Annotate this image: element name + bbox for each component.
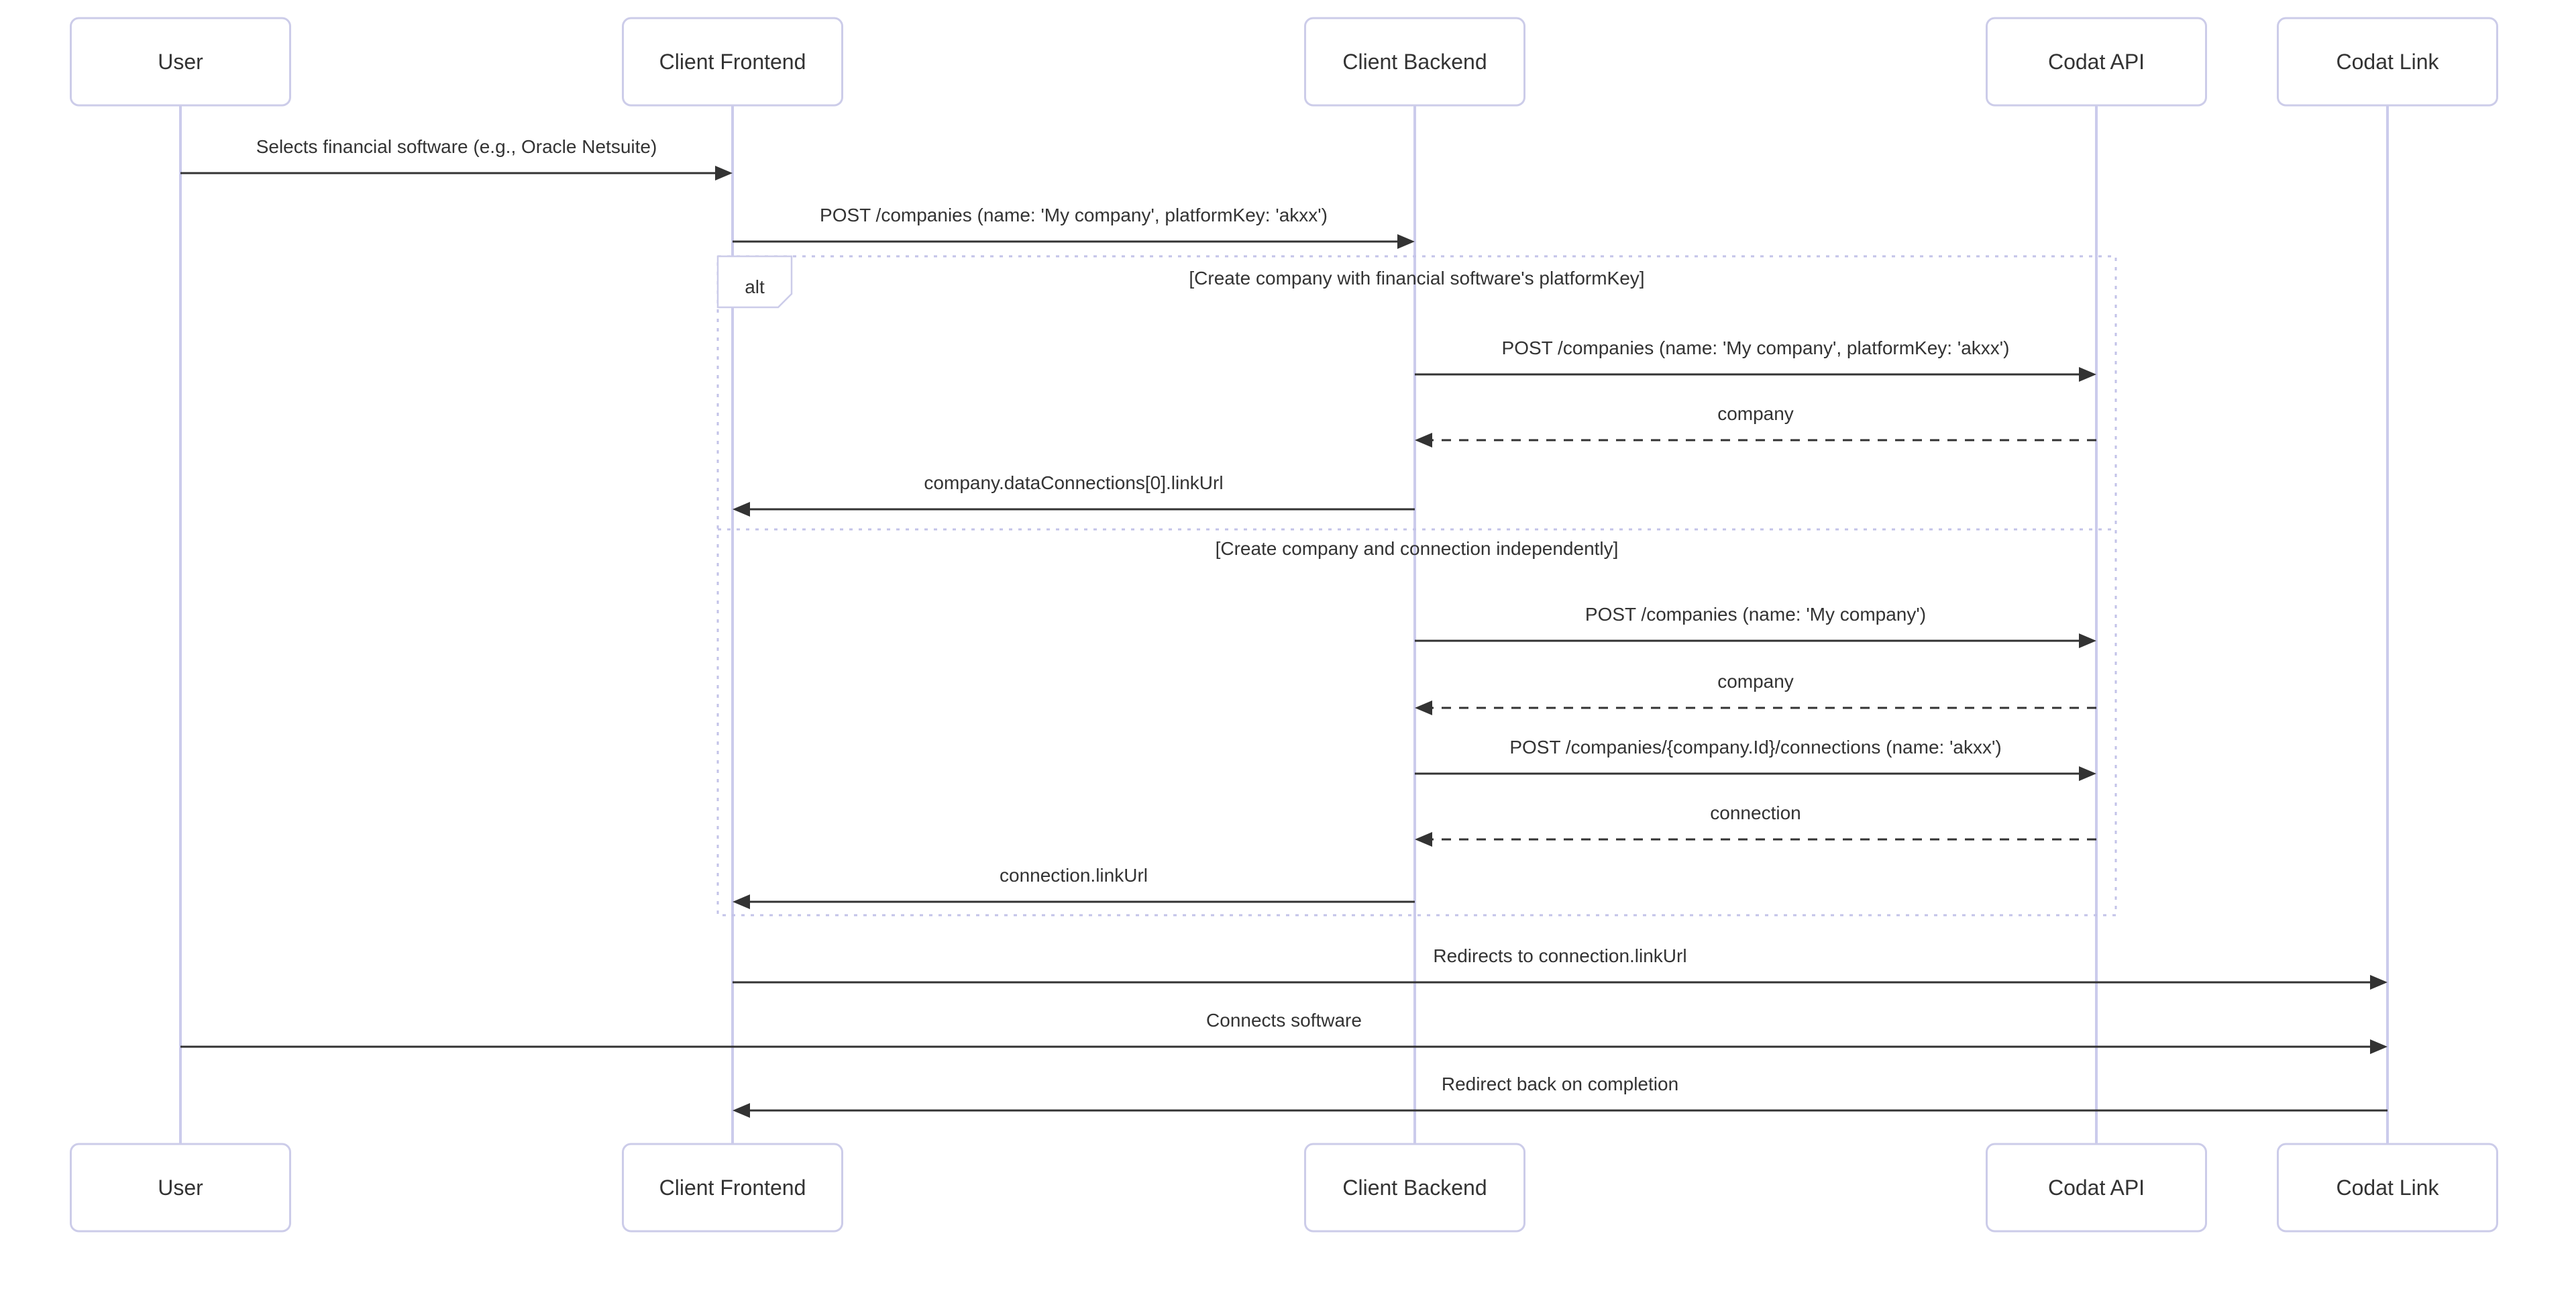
- actor-box-top-client-frontend: [622, 17, 843, 107]
- message-label: Selects financial software (e.g., Oracle…: [256, 136, 657, 157]
- message-label: POST /companies/{company.Id}/connections…: [1509, 737, 2001, 758]
- actor-box-bottom-codat-api: [1986, 1143, 2207, 1233]
- message-label: Redirect back on completion: [1442, 1074, 1678, 1094]
- message-arrowhead: [733, 894, 750, 909]
- message-arrowhead: [733, 1103, 750, 1118]
- message-label: connection.linkUrl: [1000, 865, 1148, 886]
- actor-label-bottom-client-backend: Client Backend: [1342, 1176, 1487, 1200]
- actor-label-top-user: User: [158, 50, 203, 74]
- message-label: company.dataConnections[0].linkUrl: [924, 472, 1223, 493]
- actor-box-bottom-codat-link: [2277, 1143, 2498, 1233]
- message-arrowhead: [2370, 1039, 2387, 1054]
- actor-label-top-client-frontend: Client Frontend: [659, 50, 806, 74]
- message-label: POST /companies (name: 'My company', pla…: [1502, 337, 2010, 358]
- message-arrowhead: [2079, 367, 2096, 382]
- message-arrowhead: [1415, 832, 1432, 847]
- actor-label-bottom-codat-link: Codat Link: [2337, 1176, 2440, 1200]
- actor-box-top-client-backend: [1304, 17, 1525, 107]
- actor-box-bottom-client-frontend: [622, 1143, 843, 1233]
- actor-box-top-codat-api: [1986, 17, 2207, 107]
- message-arrowhead: [2370, 975, 2387, 990]
- alt-section-title: [Create company with financial software'…: [1189, 268, 1644, 289]
- message-label: POST /companies (name: 'My company'): [1585, 604, 1926, 625]
- actor-label-bottom-user: User: [158, 1176, 203, 1200]
- alt-label-box: [716, 255, 793, 309]
- message-label: POST /companies (name: 'My company', pla…: [820, 205, 1328, 225]
- message-label: Redirects to connection.linkUrl: [1433, 945, 1686, 966]
- message-label: company: [1717, 671, 1794, 692]
- actor-label-top-codat-link: Codat Link: [2337, 50, 2440, 74]
- actor-box-top-user: [70, 17, 291, 107]
- message-arrowhead: [1415, 700, 1432, 715]
- message-arrowhead: [1415, 433, 1432, 448]
- actor-label-bottom-codat-api: Codat API: [2048, 1176, 2145, 1200]
- message-arrowhead: [1397, 234, 1415, 249]
- message-label: connection: [1710, 802, 1801, 823]
- actor-label-bottom-client-frontend: Client Frontend: [659, 1176, 806, 1200]
- alt-section-title: [Create company and connection independe…: [1216, 538, 1619, 559]
- message-arrowhead: [715, 166, 733, 180]
- actor-box-bottom-user: [70, 1143, 291, 1233]
- actor-box-top-codat-link: [2277, 17, 2498, 107]
- message-label: company: [1717, 403, 1794, 424]
- actor-label-top-client-backend: Client Backend: [1342, 50, 1487, 74]
- actor-label-top-codat-api: Codat API: [2048, 50, 2145, 74]
- message-arrowhead: [2079, 633, 2096, 648]
- message-label: Connects software: [1206, 1010, 1362, 1031]
- message-arrowhead: [2079, 766, 2096, 781]
- alt-label: alt: [745, 276, 765, 297]
- message-arrowhead: [733, 502, 750, 517]
- actor-box-bottom-client-backend: [1304, 1143, 1525, 1233]
